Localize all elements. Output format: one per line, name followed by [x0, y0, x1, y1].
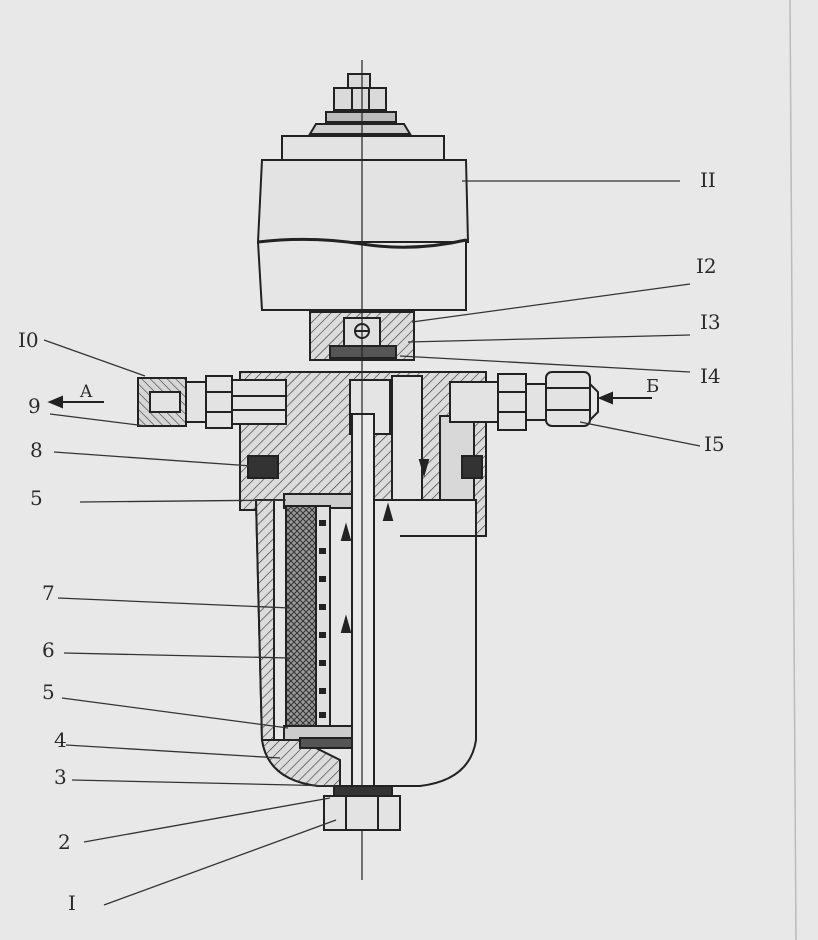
drain-plug: [323, 785, 401, 831]
callout-12: I2: [696, 254, 717, 278]
callout-3: 3: [54, 765, 67, 789]
magnet-housing: [256, 135, 470, 311]
page-edge-line: [789, 0, 797, 940]
callout-9: 9: [28, 394, 41, 418]
callout-1: I: [68, 891, 76, 915]
central-stem: [351, 60, 375, 880]
callout-15: I5: [704, 432, 725, 456]
callout-6: 6: [42, 638, 55, 662]
callout-5-upper: 5: [30, 486, 43, 510]
callout-14: I4: [700, 364, 721, 388]
flow-label-inlet: Б: [646, 376, 660, 397]
callout-5-lower: 5: [42, 680, 55, 704]
callout-8: 8: [30, 438, 43, 462]
flow-label-outlet: A: [80, 382, 93, 402]
callout-4: 4: [54, 728, 67, 752]
leader-lines: [43, 180, 701, 906]
filter-element: [283, 493, 357, 749]
callout-11: II: [700, 168, 716, 192]
inlet-fitting: [449, 371, 599, 431]
callout-13: I3: [700, 310, 721, 334]
top-nut: [308, 73, 412, 135]
outlet-fitting: [137, 375, 287, 429]
flow-arrows: [47, 391, 652, 633]
callout-7: 7: [42, 581, 55, 605]
callout-2: 2: [58, 830, 71, 854]
callout-10: I0: [18, 328, 39, 352]
